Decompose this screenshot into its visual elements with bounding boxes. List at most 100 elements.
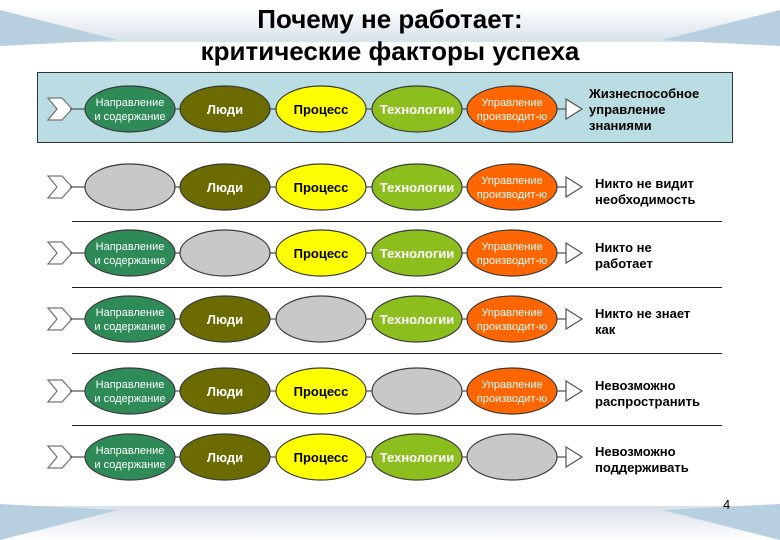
- factor-label: производит-ю: [477, 255, 548, 267]
- missing-factor-technology: [371, 367, 463, 415]
- factor-row-no-management: Направление и содержание Люди Процесс Технол…: [46, 433, 584, 481]
- factor-people: Люди: [179, 367, 271, 415]
- start-chevron-icon: [46, 379, 73, 403]
- factor-label: производит-ю: [477, 321, 548, 333]
- factor-people: Люди: [179, 163, 271, 211]
- factor-label: Управление: [481, 307, 542, 319]
- factor-label: Технологии: [380, 246, 454, 261]
- end-arrow-icon: [565, 307, 584, 331]
- factor-label: Люди: [207, 384, 243, 399]
- factor-label: и содержание: [94, 459, 165, 471]
- factor-label: Люди: [207, 102, 243, 117]
- factor-label: Процесс: [294, 384, 349, 399]
- factor-label: Управление: [481, 379, 542, 391]
- factor-label: Направление: [96, 97, 165, 109]
- outcome-no-process: Никто не знает как: [595, 306, 691, 337]
- end-arrow-icon: [565, 175, 584, 199]
- start-chevron-icon: [46, 241, 73, 265]
- factor-management: Управление производит-ю: [466, 295, 558, 343]
- factor-technology: Технологии: [371, 163, 463, 211]
- factor-management: Управление производит-ю: [466, 229, 558, 277]
- factor-people: Люди: [179, 295, 271, 343]
- missing-factor-management: [466, 433, 558, 481]
- factor-label: Направление: [96, 445, 165, 457]
- factor-people: Люди: [179, 433, 271, 481]
- bottom-left-wing-decor: [0, 504, 118, 540]
- factor-technology: Технологии: [371, 295, 463, 343]
- factor-process: Процесс: [275, 85, 367, 133]
- end-arrow-icon: [565, 379, 584, 403]
- factor-row-viable: Направление и содержание Люди Процесс Технол…: [46, 85, 584, 133]
- top-left-wing-decor: [0, 10, 118, 46]
- title-line-1: Почему не работает:: [257, 4, 523, 34]
- factor-process: Процесс: [275, 433, 367, 481]
- factor-management: Управление производит-ю: [466, 367, 558, 415]
- factor-direction: Направление и содержание: [84, 295, 176, 343]
- outcome-no-direction: Никто не видит необходимость: [595, 176, 696, 207]
- factor-label: Процесс: [294, 180, 349, 195]
- factor-process: Процесс: [275, 163, 367, 211]
- factor-label: Процесс: [294, 450, 349, 465]
- factor-direction: Направление и содержание: [84, 433, 176, 481]
- factor-label: Управление: [481, 175, 542, 187]
- bottom-right-wing-decor: [662, 504, 780, 540]
- row-separator: [72, 425, 722, 426]
- factor-management: Управление производит-ю: [466, 163, 558, 211]
- factor-label: Люди: [207, 450, 243, 465]
- factor-label: Управление: [481, 241, 542, 253]
- factor-label: производит-ю: [477, 393, 548, 405]
- factor-label: и содержание: [94, 321, 165, 333]
- factor-label: Люди: [207, 180, 243, 195]
- outcome-viable-km: Жизнеспособное управление знаниями: [589, 86, 700, 133]
- factor-label: и содержание: [94, 393, 165, 405]
- row-separator: [72, 287, 722, 288]
- factor-label: Люди: [207, 312, 243, 327]
- factor-label: Технологии: [380, 102, 454, 117]
- top-decor-band: [0, 8, 780, 42]
- missing-factor-direction: [84, 163, 176, 211]
- factor-label: Технологии: [380, 450, 454, 465]
- factor-direction: Направление и содержание: [84, 85, 176, 133]
- row-separator: [72, 221, 722, 222]
- missing-factor-people: [179, 229, 271, 277]
- factor-row-no-direction: Люди Процесс Технологии Управление производи…: [46, 163, 584, 211]
- factor-label: Процесс: [294, 246, 349, 261]
- top-right-wing-decor: [662, 10, 780, 46]
- factor-label: Направление: [96, 379, 165, 391]
- factor-technology: Технологии: [371, 229, 463, 277]
- end-arrow-icon: [565, 445, 584, 469]
- factor-process: Процесс: [275, 229, 367, 277]
- factor-technology: Технологии: [371, 85, 463, 133]
- factor-process: Процесс: [275, 367, 367, 415]
- start-chevron-icon: [46, 175, 73, 199]
- start-chevron-icon: [46, 97, 73, 121]
- factor-direction: Направление и содержание: [84, 367, 176, 415]
- row-separator: [72, 353, 722, 354]
- missing-factor-process: [275, 295, 367, 343]
- factor-label: Направление: [96, 307, 165, 319]
- outcome-no-people: Никто не работает: [595, 240, 653, 271]
- factor-label: и содержание: [94, 111, 165, 123]
- start-chevron-icon: [46, 445, 73, 469]
- factor-label: Технологии: [380, 312, 454, 327]
- factor-row-no-process: Направление и содержание Люди Технологии Упр…: [46, 295, 584, 343]
- factor-label: Процесс: [294, 102, 349, 117]
- start-chevron-icon: [46, 307, 73, 331]
- end-arrow-icon: [565, 97, 584, 121]
- factor-label: Технологии: [380, 180, 454, 195]
- factor-label: производит-ю: [477, 189, 548, 201]
- outcome-no-technology: Невозможно распространить: [595, 378, 700, 409]
- factor-label: и содержание: [94, 255, 165, 267]
- factor-row-no-technology: Направление и содержание Люди Процесс Управл…: [46, 367, 584, 415]
- factor-label: производит-ю: [477, 111, 548, 123]
- factor-technology: Технологии: [371, 433, 463, 481]
- factor-people: Люди: [179, 85, 271, 133]
- factor-management: Управление производит-ю: [466, 85, 558, 133]
- title-line-2: критические факторы успеха: [200, 36, 580, 66]
- page-number: 4: [723, 497, 731, 512]
- factor-label: Управление: [481, 97, 542, 109]
- outcome-no-management: Невозможно поддерживать: [595, 444, 689, 475]
- end-arrow-icon: [565, 241, 584, 265]
